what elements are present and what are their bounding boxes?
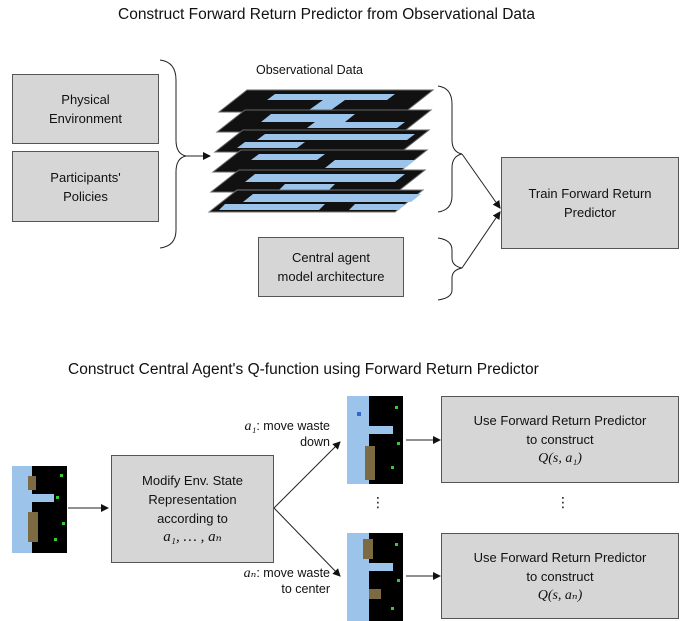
q-a1-math: Q(s, a₁) bbox=[538, 451, 582, 466]
an-text-2: to center bbox=[281, 582, 330, 596]
box-line: Train Forward Return bbox=[528, 186, 652, 201]
box-line: Representation bbox=[148, 492, 237, 507]
observational-data-stack bbox=[207, 89, 435, 213]
box-line: Use Forward Return Predictor bbox=[473, 413, 647, 428]
box-line: according to bbox=[157, 511, 228, 526]
vertical-ellipsis: ⋮ bbox=[556, 494, 570, 510]
box-line: Modify Env. State bbox=[142, 473, 243, 488]
participants-policies-box: Participants' Policies bbox=[12, 151, 159, 222]
action-an-label: aₙ: move waste to center bbox=[212, 565, 330, 596]
data-layer bbox=[209, 169, 427, 193]
data-layer bbox=[215, 109, 433, 133]
data-layer bbox=[213, 129, 431, 153]
box-line-text: to construct bbox=[526, 432, 594, 447]
env-state-image bbox=[12, 466, 67, 553]
use-predictor-n-box: Use Forward Return Predictor to construc… bbox=[441, 533, 679, 619]
use-predictor-1-box: Use Forward Return Predictor to construc… bbox=[441, 396, 679, 483]
box-line: Use Forward Return Predictor bbox=[473, 549, 647, 565]
central-agent-model-box: Central agent model architecture bbox=[258, 237, 404, 297]
box-line: Central agent bbox=[291, 250, 371, 265]
box-line: to construct Q(s, aₙ) bbox=[474, 567, 647, 605]
model-brace bbox=[437, 237, 463, 301]
modify-state-box: Modify Env. State Representation accordi… bbox=[111, 455, 274, 563]
a1-text: : move waste bbox=[256, 419, 330, 433]
action-a1-label: a₁: move waste down bbox=[212, 419, 330, 449]
vertical-ellipsis: ⋮ bbox=[371, 494, 385, 510]
an-symbol: aₙ bbox=[243, 566, 257, 581]
an-text: : move waste bbox=[256, 566, 330, 580]
box-line: Environment bbox=[49, 111, 122, 126]
stack-brace bbox=[437, 85, 463, 213]
top-title: Construct Forward Return Predictor from … bbox=[118, 6, 535, 23]
q-an-math: Q(s, aₙ) bbox=[537, 587, 583, 603]
data-layer bbox=[211, 149, 429, 173]
box-line: to construct Q(s, a₁) bbox=[474, 430, 647, 468]
modified-state-1-image bbox=[347, 396, 403, 484]
box-line-text: to construct bbox=[526, 568, 594, 584]
modified-state-n-image bbox=[347, 533, 403, 621]
data-layer bbox=[217, 89, 435, 113]
actions-math: a₁, … , aₙ bbox=[163, 529, 222, 545]
observational-data-label: Observational Data bbox=[256, 63, 364, 77]
left-brace bbox=[159, 59, 187, 249]
bottom-title: Construct Central Agent's Q-function usi… bbox=[68, 361, 539, 378]
box-line: Participants' bbox=[50, 169, 121, 185]
data-layer bbox=[207, 189, 425, 213]
a1-text-2: down bbox=[300, 435, 330, 449]
box-line: Physical bbox=[61, 92, 110, 107]
box-line: model architecture bbox=[277, 269, 385, 284]
box-line: Policies bbox=[63, 188, 108, 204]
box-line: Predictor bbox=[563, 205, 617, 220]
a1-symbol: a₁ bbox=[244, 419, 257, 434]
